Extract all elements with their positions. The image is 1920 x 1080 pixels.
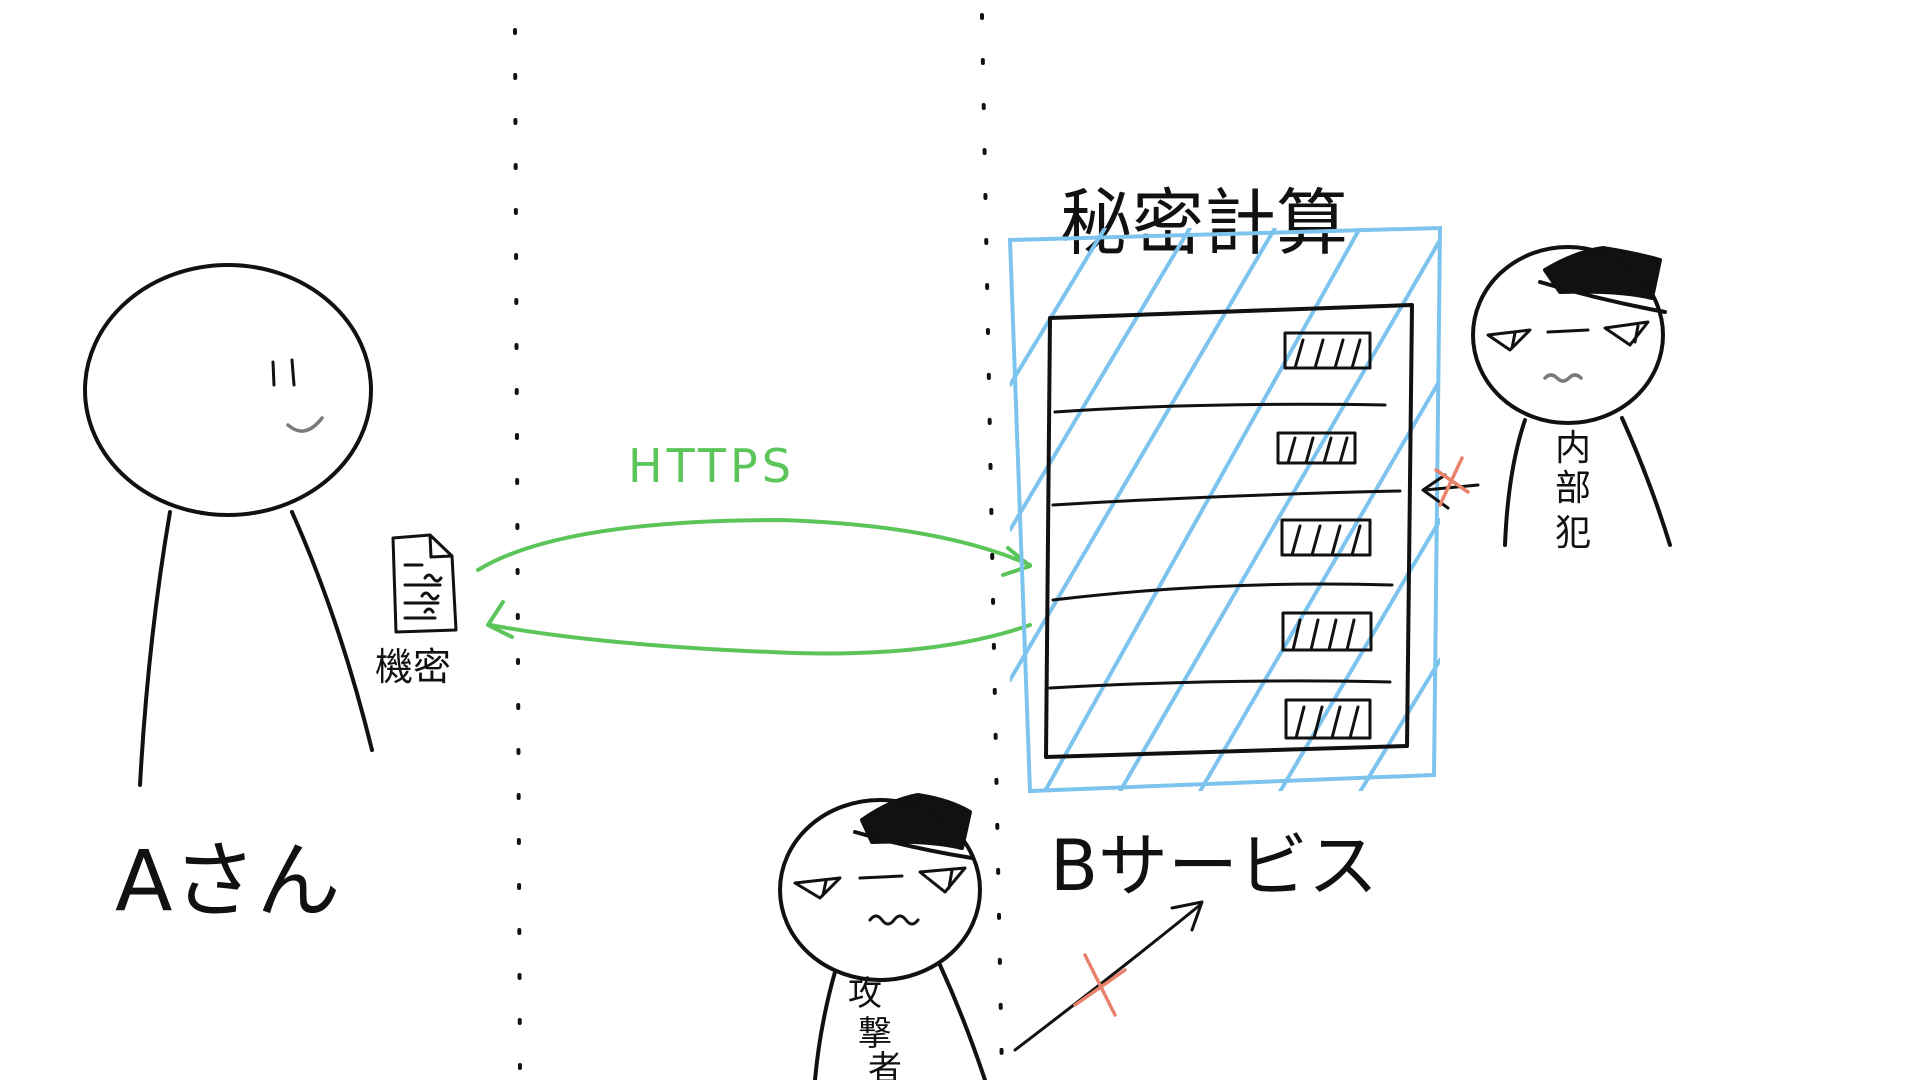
attacker-head	[778, 798, 982, 982]
attacker-body-left	[813, 970, 837, 1080]
insider-body-right	[1620, 416, 1672, 547]
server-rack-icon	[1044, 303, 1414, 759]
https-arrowhead-request	[1001, 546, 1032, 577]
attacker-label-char-2: 撃	[858, 1014, 892, 1054]
x-mark-icon	[1434, 456, 1470, 507]
insider-figure	[1471, 245, 1672, 547]
fedora-hat-icon	[1538, 246, 1667, 314]
person-a-head	[83, 263, 373, 517]
person-a-label: Aさん	[115, 832, 340, 930]
service-label: Bサービス	[1050, 825, 1378, 907]
insider-label-char-1: 内	[1555, 428, 1591, 469]
x-mark-icon	[1073, 953, 1127, 1017]
attacker-label-char-1: 攻	[848, 974, 882, 1014]
attacker-figure	[778, 793, 987, 1080]
https-label: HTTPS	[628, 439, 795, 493]
attacker-brow	[858, 874, 904, 880]
document-label: 機密	[375, 645, 451, 689]
insider-eye-right	[1603, 320, 1650, 347]
attacker-body-right	[938, 963, 987, 1080]
attacker-access-attempt	[1013, 900, 1204, 1052]
person-a-eye-right	[290, 358, 296, 387]
person-a-smile	[286, 416, 324, 433]
server-drive-bay	[1281, 611, 1373, 652]
server-drive-bay	[1283, 331, 1372, 370]
boundary-lines	[513, 13, 1004, 1077]
server-drive-bay	[1276, 431, 1357, 465]
person-a-body-right	[290, 510, 374, 752]
insider-body-left	[1503, 418, 1527, 547]
attacker-eye-left	[793, 876, 842, 900]
attacker-mouth	[868, 914, 920, 926]
secure-region-hatching	[1010, 228, 1440, 791]
server-shelf	[1051, 489, 1402, 507]
insider-label-char-3: 犯	[1555, 513, 1591, 554]
server-shelf	[1053, 402, 1387, 414]
insider-eye-left	[1486, 328, 1532, 352]
https-arrow-request	[476, 518, 1032, 572]
server-drive-bay	[1284, 698, 1372, 740]
secure-region-border	[1007, 225, 1443, 794]
server-shelf	[1051, 582, 1394, 602]
insider-label-char-2: 部	[1555, 468, 1591, 509]
secure-region	[1007, 225, 1443, 794]
server-shelf	[1048, 679, 1392, 690]
person-a	[83, 263, 374, 787]
https-connection	[476, 518, 1032, 656]
person-a-eye-left	[271, 360, 276, 387]
insider-brow	[1546, 328, 1590, 334]
person-a-body-left	[138, 510, 172, 787]
document-icon	[391, 533, 458, 634]
attacker-eye-right	[918, 866, 967, 894]
insider-access-attempt	[1421, 456, 1480, 510]
https-arrow-response	[488, 623, 1032, 656]
boundary-line-right	[980, 13, 1004, 1077]
insider-head	[1471, 245, 1665, 425]
insider-mouth	[1543, 373, 1583, 383]
attacker-label-char-3: 者	[868, 1049, 902, 1080]
secure-computation-title: 秘密計算	[1060, 181, 1348, 265]
server-drive-bay	[1280, 518, 1372, 557]
https-arrowhead-response	[486, 600, 514, 639]
